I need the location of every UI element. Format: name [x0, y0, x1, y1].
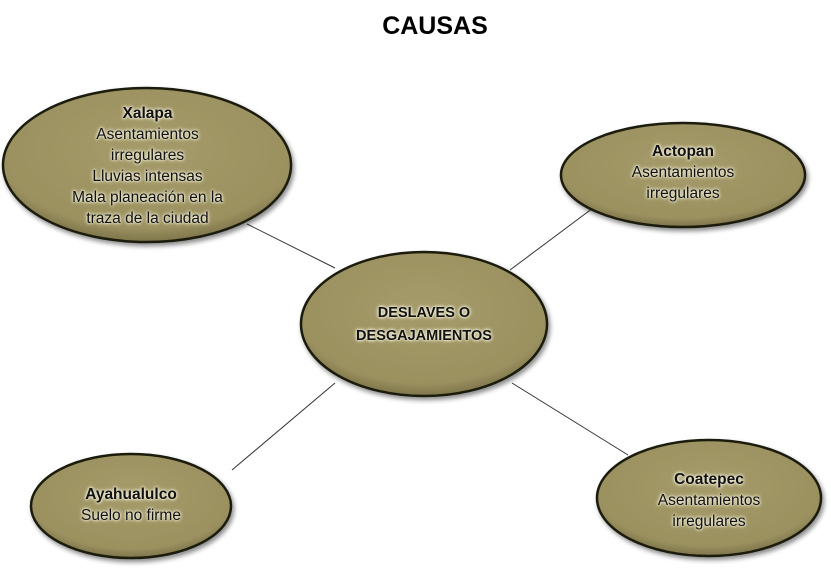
connector-ayahualulco [231, 382, 336, 471]
node-name: Ayahualulco [85, 486, 177, 503]
center-line: DESLAVES O [377, 305, 471, 321]
node-line: Asentamientos [96, 126, 199, 143]
node-name: Coatepec [674, 470, 744, 488]
node-name: Xalapa [122, 105, 173, 122]
node-xalapa-ellipse [1, 86, 293, 244]
node-line: Mala planeación en la [72, 189, 223, 206]
node-line: irregulares [672, 512, 746, 530]
connector-actopan [509, 204, 598, 271]
node-actopan-ellipse [559, 121, 807, 229]
diagram-title: CAUSAS [382, 12, 488, 40]
node-line: Asentamientos [657, 491, 761, 509]
node-actopan: Actopan Asentamientos irregulares [570, 134, 796, 210]
center-line: DESGAJAMIENTOS [356, 328, 492, 344]
node-coatepec-ellipse [595, 438, 823, 558]
connector-coatepec [511, 382, 629, 456]
node-line: Suelo no firme [81, 507, 181, 524]
connector-xalapa [246, 223, 336, 269]
node-center-ellipse [299, 250, 549, 398]
node-line: Asentamientos [631, 163, 735, 181]
node-ayahualulco: Ayahualulco Suelo no firme [40, 480, 222, 530]
node-coatepec: Coatepec Asentamientos irregulares [605, 462, 813, 538]
node-name: Actopan [652, 142, 714, 160]
center-node-label: DESLAVES O DESGAJAMIENTOS [301, 290, 547, 360]
node-line: irregulares [110, 147, 185, 164]
node-line: irregulares [646, 184, 720, 202]
node-xalapa: Xalapa Asentamientos irregulares Lluvias… [20, 96, 275, 236]
node-line: Lluvias intensas [92, 168, 203, 185]
node-ayahualulco-ellipse [29, 452, 233, 560]
node-line: traza de la ciudad [86, 210, 209, 227]
